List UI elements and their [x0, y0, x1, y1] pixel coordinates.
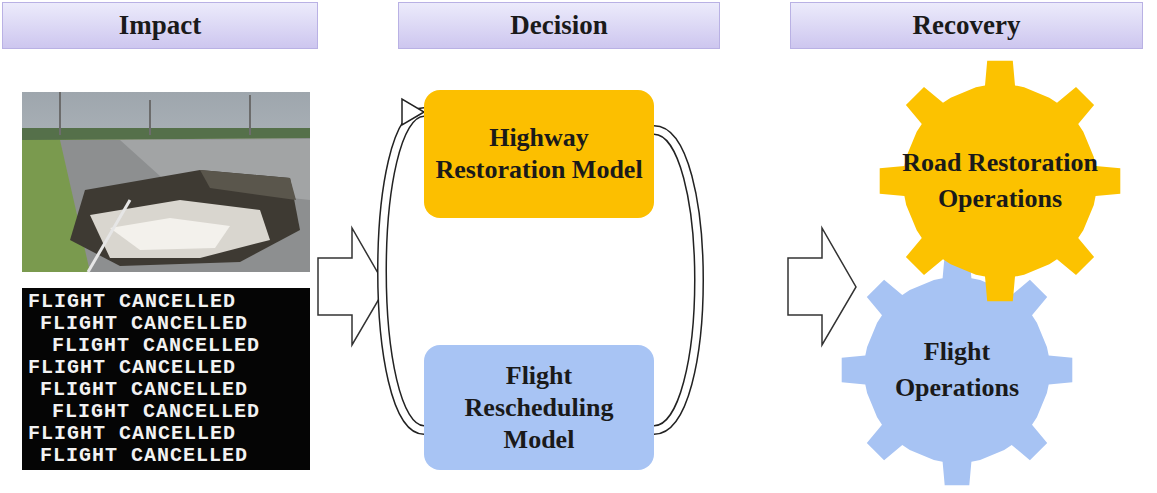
arrow-fill	[654, 130, 699, 430]
node-label: Road Restoration Operations	[901, 145, 1100, 217]
gear-outline	[828, 252, 1086, 488]
model-box: Highway Restoration Model	[424, 90, 654, 218]
header-text: Recovery	[913, 10, 1021, 41]
header-band: Impact	[2, 2, 318, 49]
board-text: FLIGHT CANCELLED	[28, 445, 304, 467]
gear-outline	[858, 58, 1142, 304]
hollow-arrow	[788, 228, 856, 345]
node-label: Flight Rescheduling Model	[432, 360, 646, 456]
arrow-outline	[654, 130, 699, 430]
board-text: FLIGHT CANCELLED	[28, 401, 304, 423]
header-text: Impact	[119, 10, 202, 41]
model-box: Flight Rescheduling Model	[424, 345, 654, 470]
board-text: FLIGHT CANCELLED	[28, 291, 304, 313]
flight-board: FLIGHT CANCELLEDFLIGHT CANCELLEDFLIGHT C…	[22, 288, 310, 470]
arrow-outline	[382, 112, 424, 430]
gear-body	[842, 255, 1073, 486]
gear-shape: Road Restoration Operations	[858, 58, 1142, 304]
arrow-fill	[382, 112, 424, 430]
board-text: FLIGHT CANCELLED	[28, 379, 304, 401]
board-text: FLIGHT CANCELLED	[28, 357, 304, 379]
cycle-arrow	[382, 99, 424, 430]
header-band: Recovery	[790, 2, 1143, 49]
board-text: FLIGHT CANCELLED	[28, 313, 304, 335]
header-band: Decision	[398, 2, 720, 49]
board-text: FLIGHT CANCELLED	[28, 423, 304, 445]
board-text: FLIGHT CANCELLED	[28, 335, 304, 357]
header-text: Decision	[510, 10, 608, 41]
gear-body	[880, 61, 1121, 302]
hollow-arrow	[318, 228, 386, 345]
node-label: Highway Restoration Model	[432, 122, 646, 186]
gear-shape: Flight Operations	[828, 252, 1086, 488]
node-label: Flight Operations	[867, 334, 1048, 406]
cycle-arrow	[654, 130, 699, 430]
arrowhead	[402, 99, 424, 125]
road-photo	[22, 92, 310, 272]
